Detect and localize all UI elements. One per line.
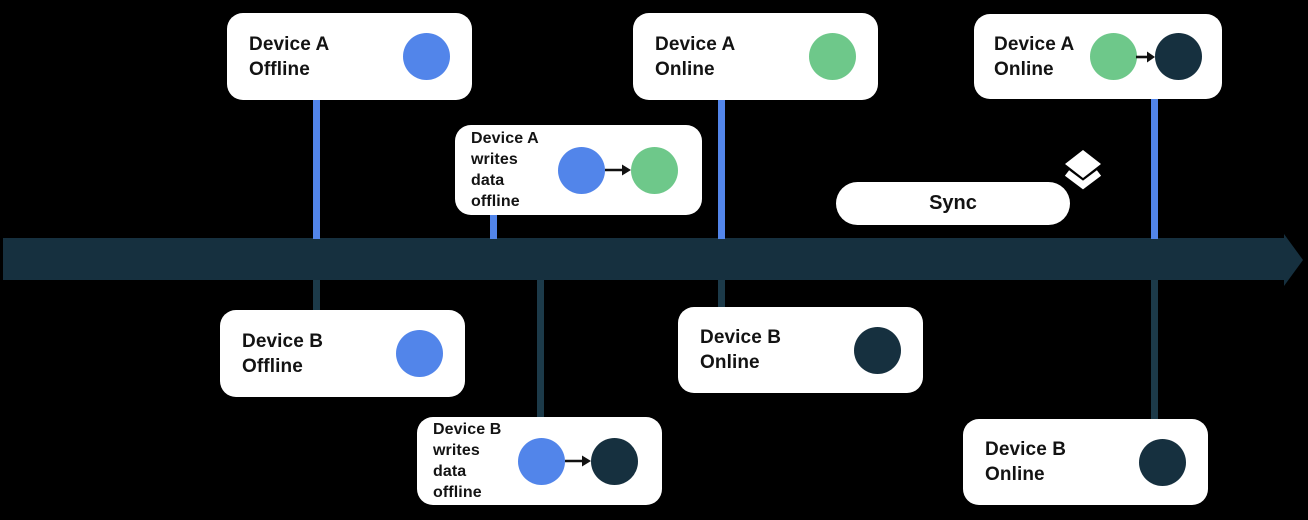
card-device-b-offline: Device B Offline	[220, 310, 465, 397]
card-title: Device A Online	[655, 32, 735, 82]
green-dot-icon	[809, 33, 856, 80]
dark-dot-icon	[591, 437, 638, 485]
dark-dot-icon	[1139, 438, 1186, 486]
card-device-b-writes-offline: Device B writes data offline	[417, 417, 662, 505]
card-device-a-online-right: Device A Online	[974, 14, 1222, 99]
blue-dot-icon	[558, 146, 605, 194]
card-title-line: Device A	[994, 33, 1075, 55]
layers-icon	[1064, 150, 1102, 190]
card-title: Device B Offline	[242, 329, 323, 379]
connector-device-a-online-mid	[718, 99, 725, 239]
card-device-b-online-right: Device B Online	[963, 419, 1208, 505]
card-device-a-writes-offline: Device A writes data offline	[455, 125, 702, 215]
blue-dot-icon	[396, 330, 443, 377]
connector-device-a-offline	[313, 99, 320, 239]
connector-device-a-writes	[490, 213, 497, 239]
card-device-b-online-mid: Device B Online	[678, 307, 923, 393]
status-dots	[518, 437, 638, 485]
card-title-line: Device B	[985, 439, 1067, 460]
status-dots	[854, 326, 901, 374]
connector-device-b-offline	[313, 280, 320, 311]
status-dots	[1090, 33, 1202, 80]
status-dots	[1139, 438, 1186, 486]
transition-arrow-icon	[1136, 51, 1155, 62]
card-title-line: writes	[471, 151, 518, 168]
card-title-line: Device A	[471, 130, 539, 147]
card-title-line: Device A	[655, 33, 736, 55]
status-dots	[396, 330, 443, 377]
green-dot-icon	[631, 146, 678, 194]
dark-dot-icon	[854, 326, 901, 374]
card-title: Device A Offline	[249, 32, 329, 82]
connector-device-b-writes	[537, 280, 544, 419]
timeline-arrow	[3, 234, 1303, 286]
connector-device-a-online-right	[1151, 97, 1158, 239]
card-title-line: Online	[994, 58, 1054, 80]
green-dot-icon	[1090, 33, 1137, 80]
card-title: Device B writes data offline	[433, 419, 501, 503]
card-title-line: Device B	[433, 421, 502, 438]
card-title-line: data	[433, 463, 467, 480]
card-title-line: writes	[433, 442, 480, 459]
card-title: Device B Online	[700, 325, 781, 375]
status-dots	[809, 33, 856, 80]
blue-dot-icon	[518, 437, 565, 485]
card-title-line: data	[471, 172, 505, 189]
connector-device-b-online-mid	[718, 280, 725, 308]
card-device-a-offline: Device A Offline	[227, 13, 472, 100]
card-title: Device B Online	[985, 437, 1066, 487]
blue-dot-icon	[403, 33, 450, 80]
card-title-line: Offline	[242, 355, 303, 377]
card-title-line: Device B	[242, 330, 324, 352]
sync-badge: Sync	[836, 182, 1070, 225]
status-dots	[403, 33, 450, 80]
status-dots	[558, 146, 678, 194]
sync-label: Sync	[929, 192, 977, 214]
transition-arrow-icon	[605, 164, 631, 176]
card-title: Device A Online	[994, 32, 1074, 82]
card-title-line: offline	[471, 193, 520, 210]
card-title-line: offline	[433, 484, 482, 501]
dark-dot-icon	[1155, 33, 1202, 80]
card-title-line: Device B	[700, 327, 782, 348]
transition-arrow-icon	[565, 455, 591, 467]
connector-device-b-online-right	[1151, 280, 1158, 421]
card-device-a-online-mid: Device A Online	[633, 13, 878, 100]
card-title-line: Online	[655, 58, 715, 80]
card-title-line: Online	[985, 464, 1045, 485]
card-title: Device A writes data offline	[471, 128, 539, 212]
card-title-line: Device A	[249, 33, 330, 55]
card-title-line: Online	[700, 352, 760, 373]
card-title-line: Offline	[249, 58, 310, 80]
